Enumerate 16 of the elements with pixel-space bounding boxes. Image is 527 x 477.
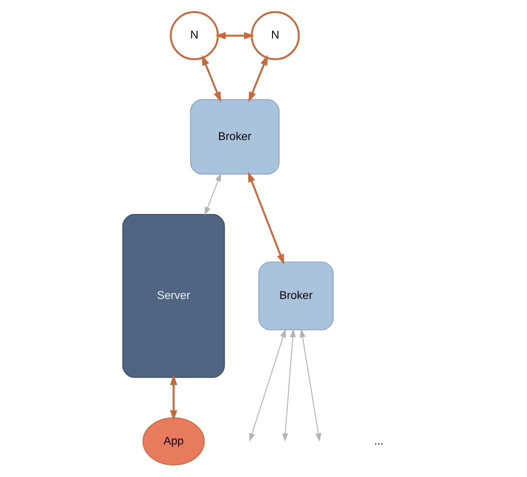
arrow [282, 328, 296, 442]
node-ellipse: App [142, 417, 205, 466]
arrow [202, 55, 222, 102]
node-box: Broker [190, 99, 280, 174]
arrow [170, 374, 178, 421]
arrow [215, 32, 254, 40]
label: ... [374, 435, 384, 448]
arrow [249, 328, 286, 442]
node-box: Server [122, 214, 225, 378]
arrow [204, 172, 222, 216]
node-circle: N [250, 11, 300, 60]
node-box: Broker [258, 262, 334, 330]
arrow [300, 328, 322, 442]
arrow [248, 55, 268, 102]
node-circle: N [170, 11, 219, 60]
arrow [248, 172, 284, 265]
